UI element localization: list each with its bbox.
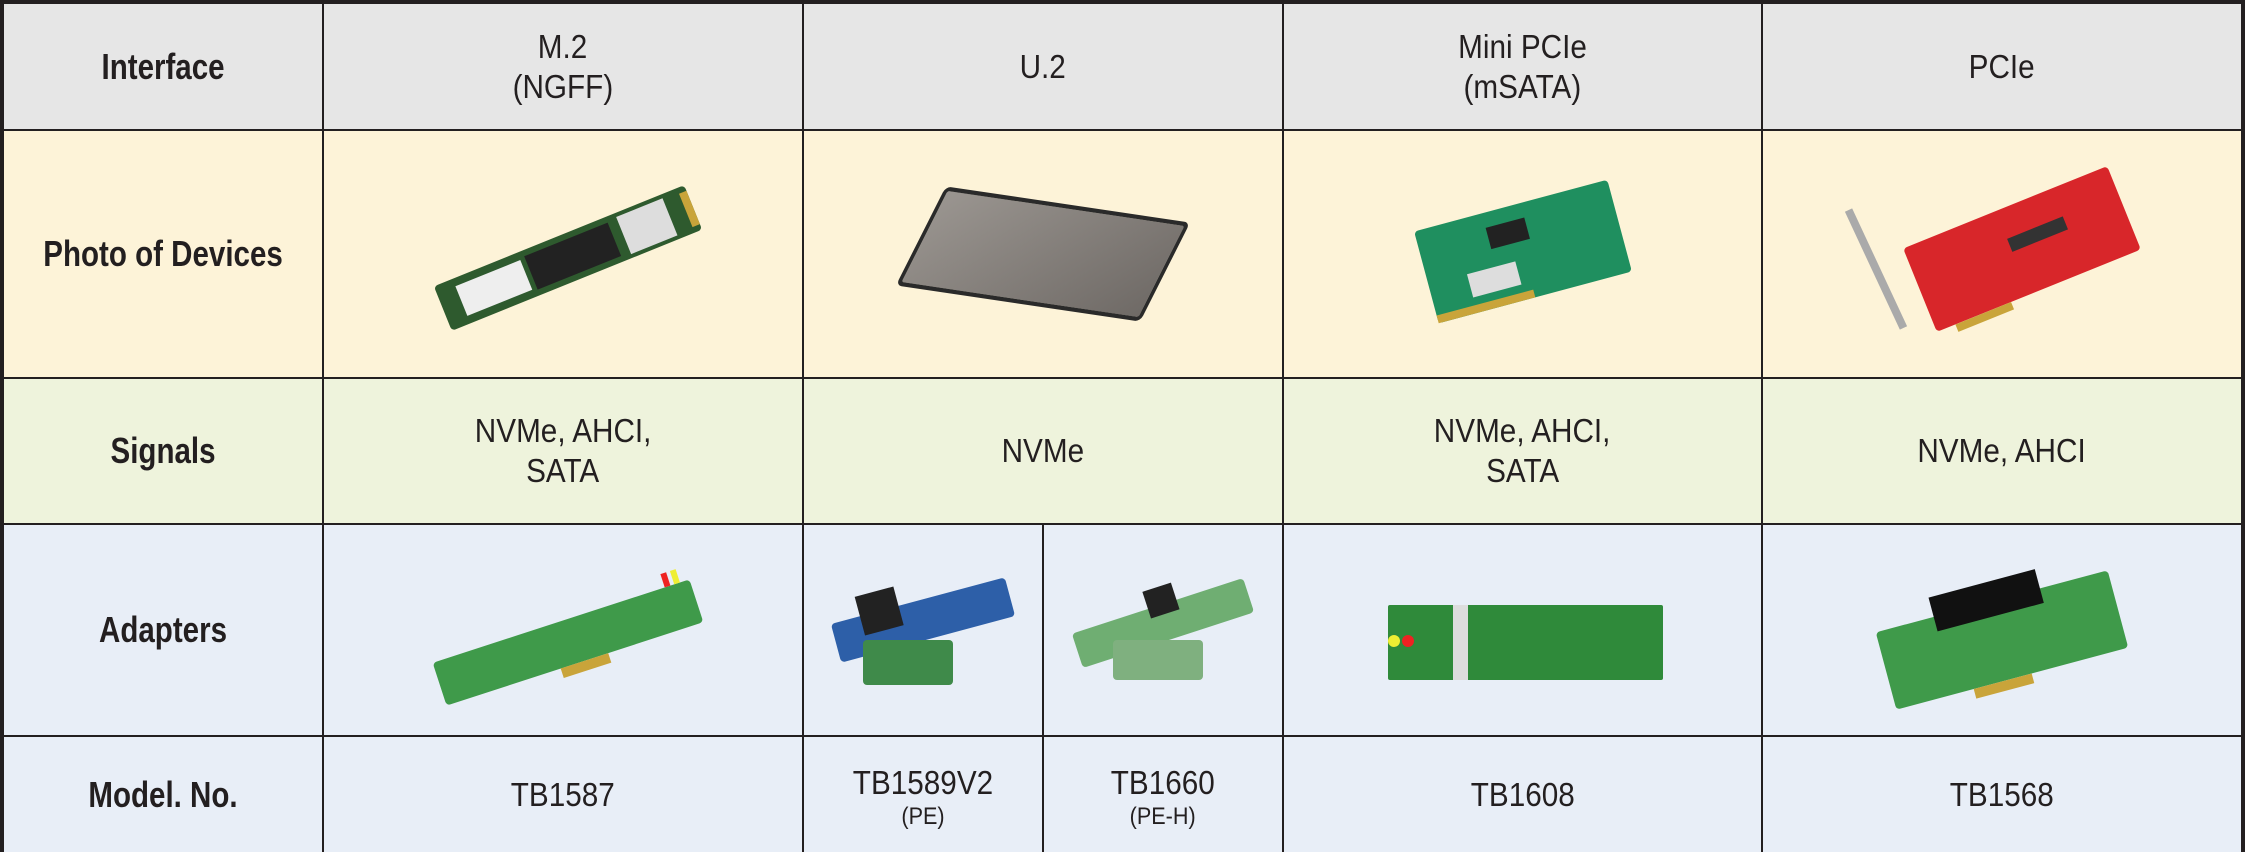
signals-m2: NVMe, AHCI,SATA <box>324 379 804 525</box>
adapter-tb1608-image <box>1373 540 1673 720</box>
adapter-tb1568-image <box>1852 540 2152 720</box>
model-number: TB1660 <box>1110 764 1216 801</box>
row-label-photo: Photo of Devices <box>4 131 324 379</box>
model-m2: TB1587 <box>324 737 804 852</box>
u2-ssd-image <box>893 164 1193 344</box>
row-label-signals: Signals <box>4 379 324 525</box>
interface-alias: (mSATA) <box>1463 67 1582 105</box>
model-pcie: TB1568 <box>1763 737 2241 852</box>
photo-mini-pcie <box>1284 131 1763 379</box>
interface-name: U.2 <box>1019 47 1067 85</box>
signals-text: NVMe, AHCI, <box>474 412 652 449</box>
model-number: TB1589V2 <box>852 764 994 801</box>
adapter-tb1568 <box>1763 525 2241 737</box>
interface-alias: (NGFF) <box>512 67 614 105</box>
adapter-tb1587 <box>324 525 804 737</box>
row-label-interface: Interface <box>4 4 324 131</box>
mini-pcie-card-image <box>1373 164 1673 344</box>
signals-u2: NVMe <box>804 379 1284 525</box>
interface-name: Mini PCIe <box>1458 27 1587 65</box>
signals-mini-pcie: NVMe, AHCI,SATA <box>1284 379 1763 525</box>
model-mini-pcie: TB1608 <box>1284 737 1763 852</box>
adapter-tb1660-image <box>1063 540 1263 720</box>
label-text: Interface <box>101 45 225 87</box>
header-pcie: PCIe <box>1763 4 2241 131</box>
model-number: TB1568 <box>1949 775 2055 813</box>
adapter-tb1587-image <box>413 540 713 720</box>
model-number: TB1608 <box>1470 775 1575 813</box>
adapter-tb1660 <box>1044 525 1284 737</box>
label-text: Adapters <box>99 609 227 650</box>
label-text: Model. No. <box>88 773 238 815</box>
model-number: TB1587 <box>510 775 616 813</box>
row-label-adapters: Adapters <box>4 525 324 737</box>
photo-m2 <box>324 131 804 379</box>
model-tb1660: TB1660(PE-H) <box>1044 737 1284 852</box>
interface-name: M.2 <box>538 27 588 65</box>
signals-pcie: NVMe, AHCI <box>1763 379 2241 525</box>
header-mini-pcie: Mini PCIe(mSATA) <box>1284 4 1763 131</box>
photo-u2 <box>804 131 1284 379</box>
m2-ssd-image <box>413 164 713 344</box>
pcie-card-image <box>1844 164 2152 344</box>
label-text: Photo of Devices <box>43 233 283 274</box>
header-m2: M.2(NGFF) <box>324 4 804 131</box>
signals-text: NVMe, AHCI, <box>1434 412 1611 449</box>
model-tb1589v2: TB1589V2(PE) <box>804 737 1044 852</box>
header-u2: U.2 <box>804 4 1284 131</box>
adapter-tb1608 <box>1284 525 1763 737</box>
adapter-tb1589v2 <box>804 525 1044 737</box>
adapter-tb1589v2-image <box>823 540 1023 720</box>
row-label-model: Model. No. <box>4 737 324 852</box>
photo-pcie <box>1763 131 2241 379</box>
signals-text: NVMe, AHCI <box>1917 432 2087 469</box>
signals-text: SATA <box>526 452 600 489</box>
model-variant: (PE) <box>901 803 945 830</box>
signals-text: SATA <box>1485 452 1560 489</box>
label-text: Signals <box>110 430 216 471</box>
interface-name: PCIe <box>1968 47 2036 85</box>
signals-text: NVMe <box>1001 432 1085 469</box>
model-variant: (PE-H) <box>1129 803 1196 830</box>
